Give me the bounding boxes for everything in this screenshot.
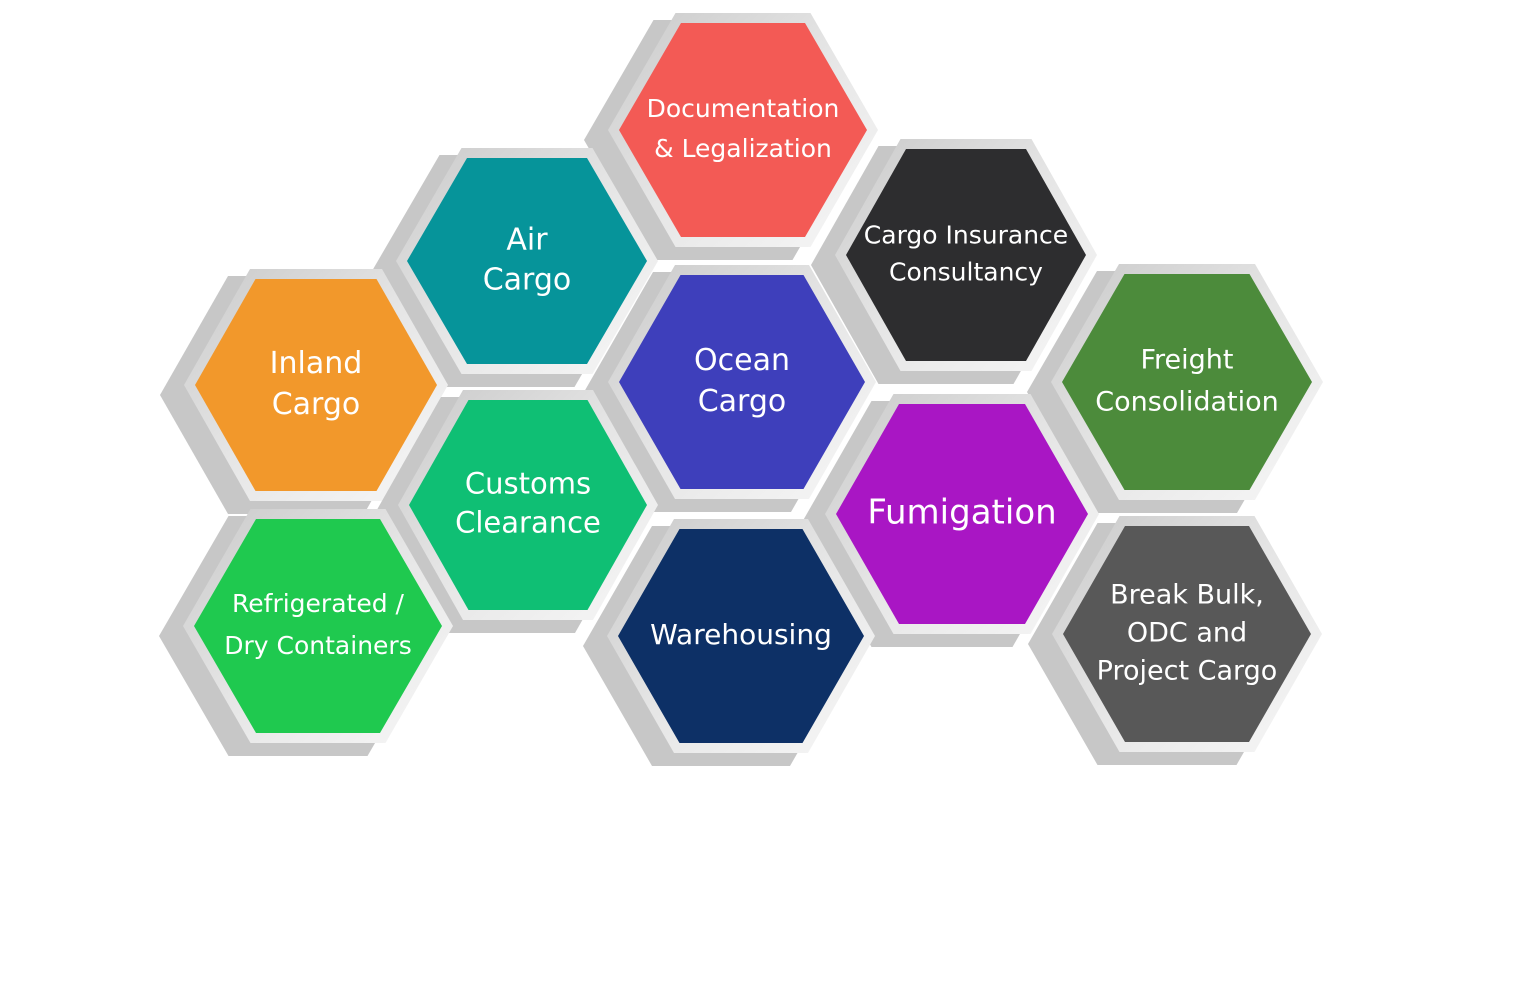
hexagon-label-line: Customs [465, 467, 591, 501]
hexagon-label-line: Cargo [272, 387, 361, 422]
hexagon-label-line: Refrigerated / [232, 589, 405, 618]
hexagon-label-line: Freight [1140, 345, 1233, 376]
hexagon-label-line: Clearance [455, 506, 601, 540]
hexagon-label-line: Inland [270, 346, 363, 381]
hexagon-face [195, 279, 437, 491]
hexagon-face [194, 519, 442, 733]
hexagon-label-line: Ocean [694, 343, 790, 378]
hexagon-warehousing: Warehousing [583, 519, 875, 766]
hexagon-face [619, 23, 867, 237]
hexagon-label-line: Dry Containers [224, 631, 411, 660]
hexagon-label-line: Warehousing [650, 618, 832, 651]
hexagon-label-line: Cargo [483, 263, 572, 298]
hexagon-label-line: Break Bulk, [1110, 580, 1264, 611]
hexagon-label-line: Consolidation [1095, 387, 1278, 418]
hexagon-face [836, 404, 1088, 624]
hexagon-label-line: Air [506, 223, 548, 258]
hexagon-face [407, 158, 647, 364]
hexagon-label-line: Documentation [647, 94, 840, 123]
hexagon-label-line: Fumigation [867, 493, 1056, 533]
hexagon-label-line: Cargo Insurance [864, 221, 1068, 250]
hexagon-face [618, 529, 864, 743]
hexagon-label-line: ODC and [1127, 618, 1247, 649]
hexagon-face [846, 149, 1086, 361]
hexagon-label-line: & Legalization [654, 134, 832, 163]
hexagon-label-line: Project Cargo [1097, 656, 1278, 687]
hexagon-face [1062, 274, 1312, 490]
hexagon-fumigation: Fumigation [801, 394, 1099, 647]
hexagon-refrigerated: Refrigerated / Dry Containers [159, 509, 453, 756]
hexagon-face [409, 400, 647, 610]
hexagon-face [1063, 526, 1311, 742]
hexagon-label-line: Cargo [698, 384, 787, 419]
hexagon-face [619, 275, 865, 489]
hexagon-documentation: Documentation & Legalization [584, 13, 878, 260]
hexagon-label-line: Consultancy [889, 258, 1043, 287]
